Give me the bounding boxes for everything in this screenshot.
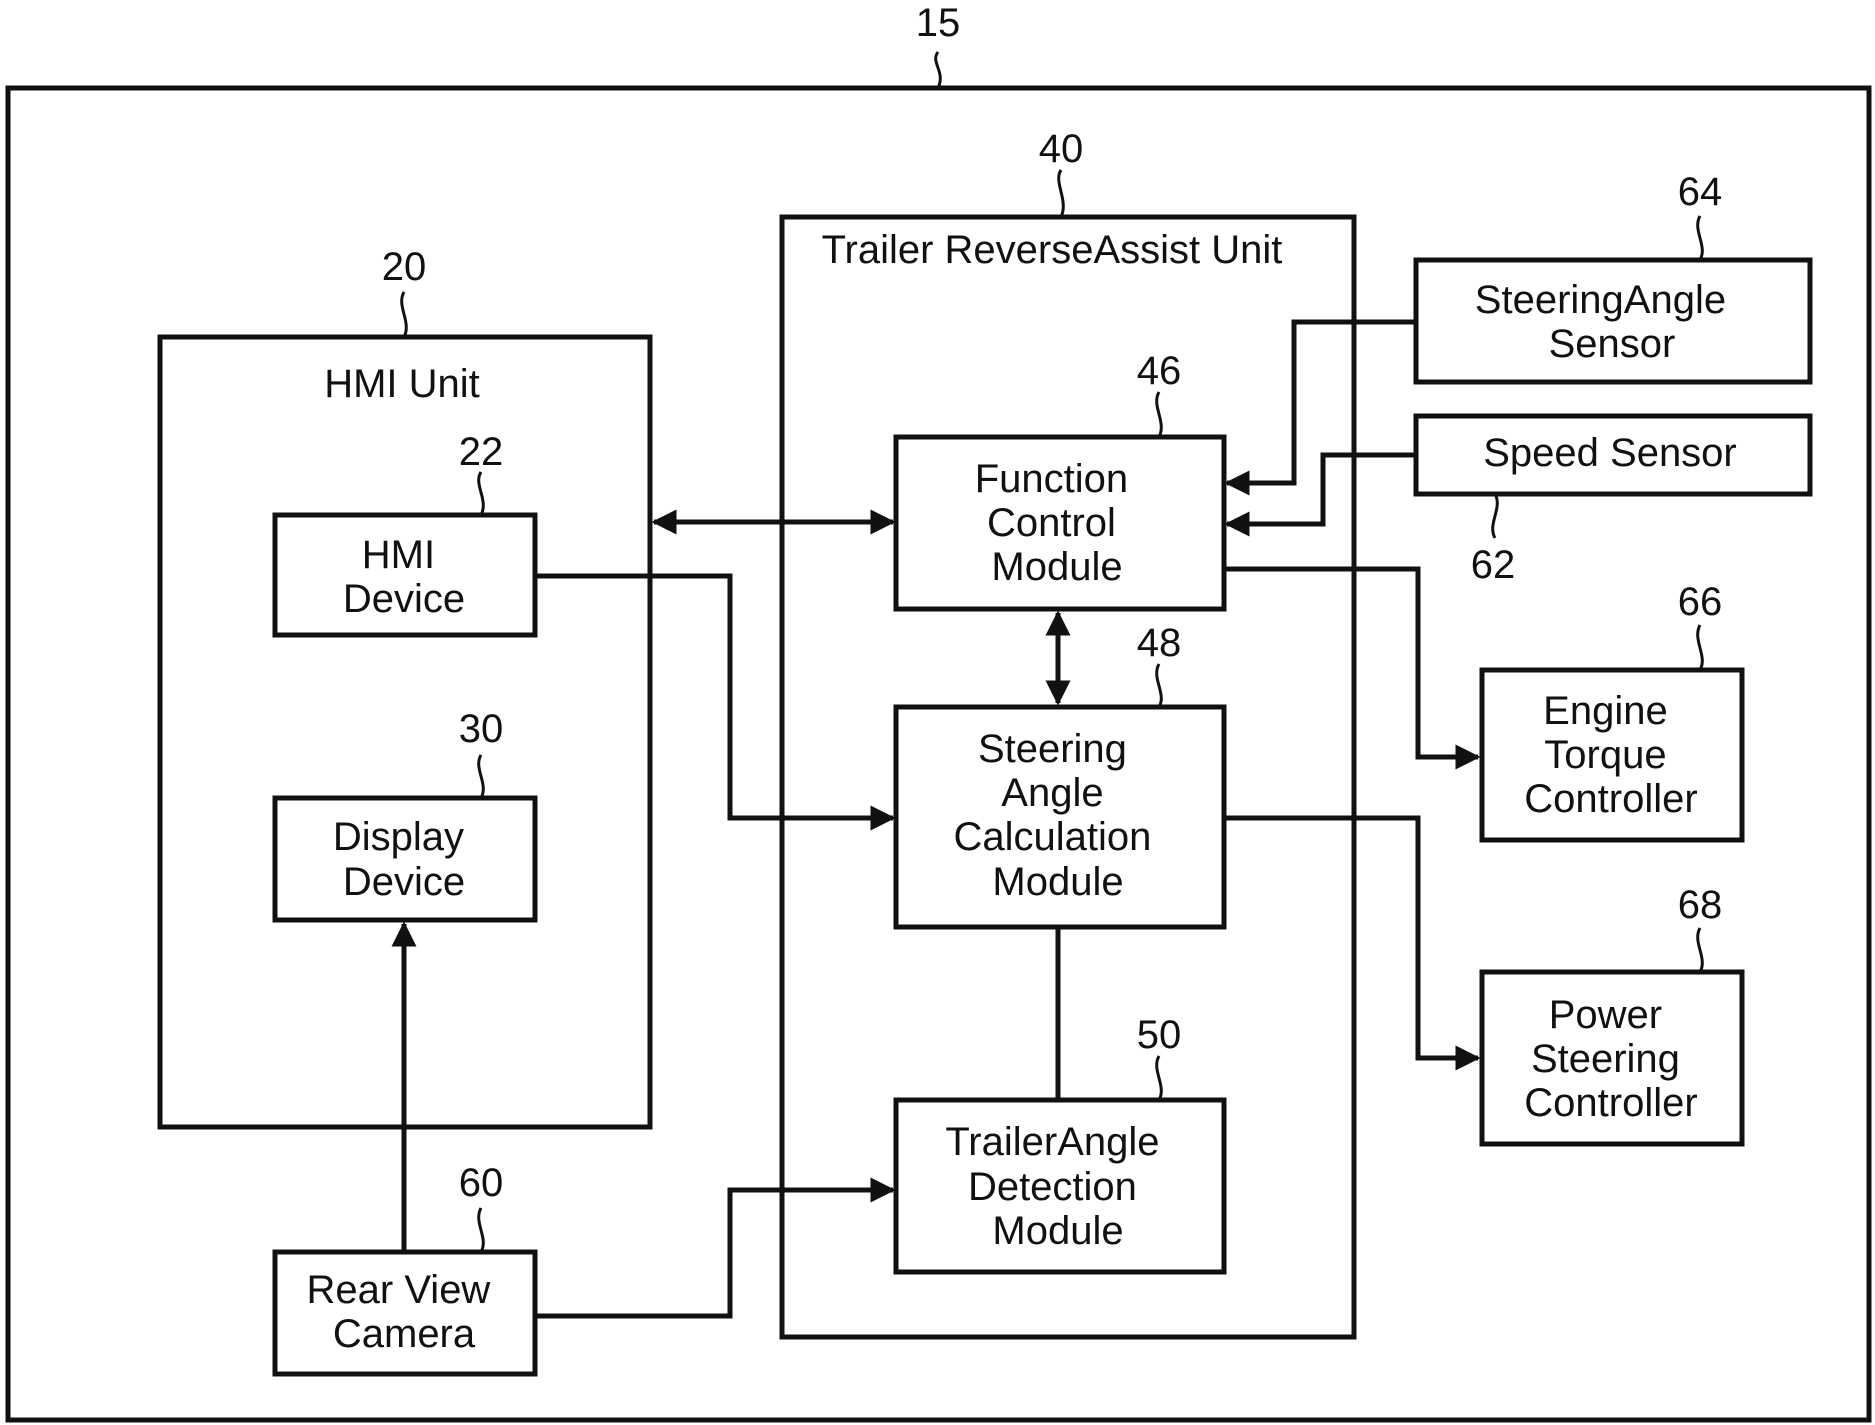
engine-torque-controller-line-3: Controller	[1524, 777, 1697, 821]
engine-torque-controller-label: Engine Torque Controller	[1524, 689, 1697, 821]
hmi-device-line-1: HMI	[362, 533, 435, 577]
rear-view-camera-label: Rear View Camera	[307, 1268, 502, 1356]
steering-calc-to-power-steering-link	[1224, 818, 1478, 1058]
power-steering-controller-line-1: Power	[1549, 993, 1662, 1037]
hmi-device-line-2: Device	[343, 577, 465, 621]
trailer-angle-detection-module-leader	[1157, 1056, 1162, 1100]
rear-view-camera-line-2: Camera	[333, 1312, 476, 1356]
system-number: 15	[916, 1, 961, 45]
steering-angle-calculation-module-line-3: Calculation	[953, 815, 1151, 859]
trailer-angle-detection-module-line-1: TrailerAngle	[945, 1120, 1159, 1164]
power-steering-controller-line-3: Controller	[1524, 1081, 1697, 1125]
hmi-unit-leader	[402, 292, 407, 337]
system-leader	[936, 52, 941, 88]
hmi-unit-number: 20	[382, 245, 427, 289]
engine-torque-controller-line-2: Torque	[1544, 733, 1666, 777]
hmi-device-leader	[479, 472, 484, 515]
rear-view-camera-leader	[479, 1208, 484, 1252]
rear-view-camera-line-1: Rear View	[307, 1268, 491, 1312]
trailer-angle-detection-module-line-3: Module	[992, 1209, 1123, 1253]
steering-angle-sensor-number: 64	[1678, 170, 1723, 214]
function-control-module-line-2: Control	[987, 501, 1116, 545]
power-steering-controller-leader	[1698, 928, 1703, 972]
rear-view-camera-number: 60	[459, 1161, 504, 1205]
display-device-label: Display Device	[333, 815, 475, 904]
function-control-module-line-3: Module	[991, 545, 1122, 589]
trailer-angle-detection-module-line-2: Detection	[968, 1165, 1137, 1209]
steering-angle-calculation-module-number: 48	[1137, 621, 1182, 665]
speed-sensor-to-function-control-link	[1227, 455, 1416, 524]
hmi-device-number: 22	[459, 430, 504, 474]
display-device-line-2: Device	[343, 860, 465, 904]
engine-torque-controller-line-1: Engine	[1543, 689, 1668, 733]
function-control-module-line-1: Function	[975, 457, 1128, 501]
display-device-number: 30	[459, 707, 504, 751]
steering-angle-sensor-line-1: SteeringAngle	[1475, 278, 1726, 322]
trailer-reverse-assist-unit-leader	[1059, 170, 1064, 217]
function-control-module-number: 46	[1137, 349, 1182, 393]
hmi-device-to-steering-calc-link	[535, 576, 893, 818]
camera-to-trailer-detection-link	[535, 1190, 893, 1316]
hmi-unit-label: HMI Unit	[324, 362, 480, 406]
steering-angle-calculation-module-line-1: Steering	[978, 727, 1127, 771]
trailer-angle-detection-module-number: 50	[1137, 1013, 1182, 1057]
display-device-line-1: Display	[333, 815, 464, 859]
function-control-module-leader	[1157, 392, 1162, 437]
function-control-module-label: Function Control Module	[975, 457, 1140, 589]
speed-sensor-label: Speed Sensor	[1483, 431, 1737, 475]
speed-sensor-number: 62	[1471, 543, 1516, 587]
power-steering-controller-number: 68	[1678, 883, 1723, 927]
display-device-leader	[479, 755, 484, 798]
steering-angle-calculation-module-line-2: Angle	[1001, 771, 1103, 815]
power-steering-controller-line-2: Steering	[1531, 1037, 1680, 1081]
steering-angle-sensor-leader	[1698, 216, 1703, 260]
trailer-reverse-assist-unit-number: 40	[1039, 127, 1084, 171]
power-steering-controller-label: Power Steering Controller	[1524, 993, 1697, 1125]
steering-angle-calculation-module-leader	[1157, 664, 1162, 707]
trailer-reverse-assist-unit-label: Trailer ReverseAssist Unit	[822, 228, 1283, 272]
steering-angle-calculation-module-line-4: Module	[992, 860, 1123, 904]
engine-torque-controller-number: 66	[1678, 580, 1723, 624]
steering-angle-sensor-line-2: Sensor	[1549, 322, 1676, 366]
speed-sensor-leader	[1493, 494, 1498, 538]
engine-torque-controller-leader	[1698, 625, 1703, 670]
function-control-to-engine-torque-link	[1224, 569, 1478, 757]
